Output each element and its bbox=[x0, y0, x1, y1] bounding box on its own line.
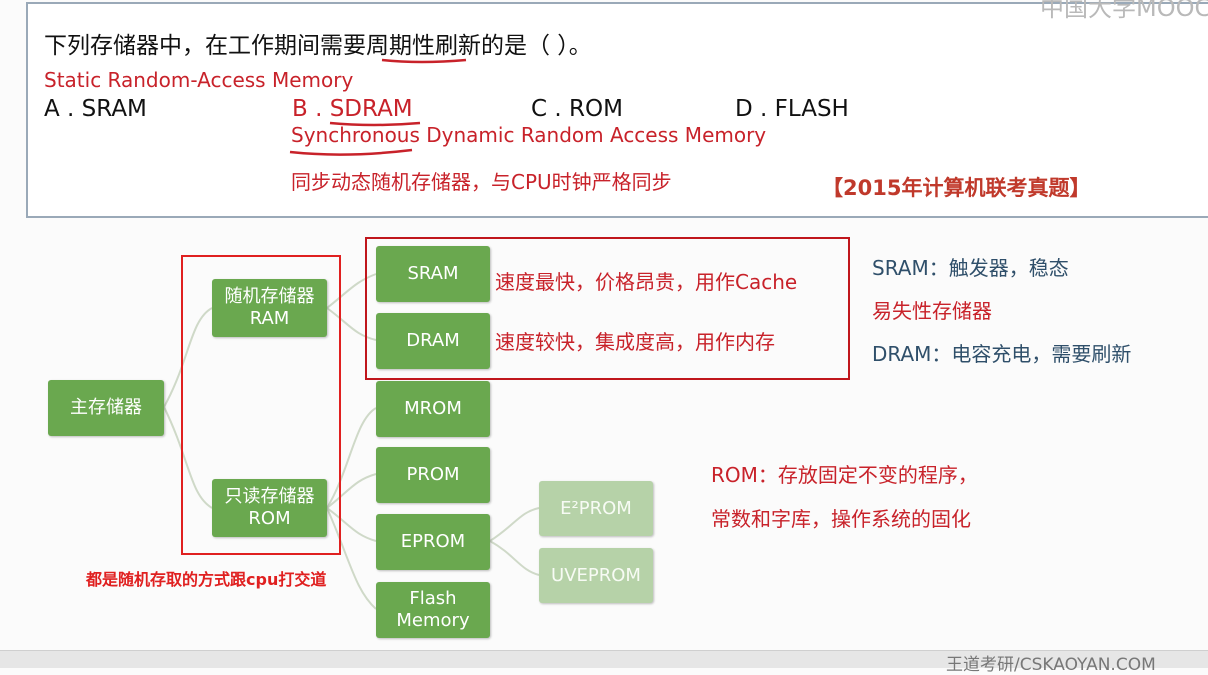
random-access-note: 都是随机存取的方式跟cpu打交道 bbox=[86, 570, 327, 589]
sram-description: 速度最快，价格昂贵，用作Cache bbox=[495, 270, 798, 294]
ram-node: 随机存储器 RAM bbox=[212, 279, 327, 337]
uveprom-node: UVEPROM bbox=[539, 548, 653, 603]
option-c[interactable]: C . ROM bbox=[531, 96, 623, 122]
rom-note-line1: ROM：存放固定不变的程序， bbox=[711, 463, 978, 487]
cskaoyan-watermark: 王道考研/CSKAOYAN.COM bbox=[946, 655, 1156, 675]
sram-node: SRAM bbox=[376, 246, 490, 302]
question-source: 【2015年计算机联考真题】 bbox=[822, 176, 1091, 200]
main-memory-node: 主存储器 bbox=[48, 380, 164, 436]
mrom-node: MROM bbox=[376, 381, 490, 437]
question-text: 下列存储器中，在工作期间需要周期性刷新的是（ ）。 bbox=[44, 33, 592, 59]
bottom-bar bbox=[0, 650, 1208, 668]
question-card bbox=[26, 2, 1208, 218]
sram-note-line2: 易失性存储器 bbox=[872, 299, 992, 323]
explain-sdram: 同步动态随机存储器，与CPU时钟严格同步 bbox=[291, 170, 672, 194]
underline-sdram bbox=[329, 121, 421, 127]
ram-types-highlight bbox=[365, 237, 850, 380]
option-d[interactable]: D . FLASH bbox=[735, 96, 849, 122]
annotation-static-ram: Static Random-Access Memory bbox=[44, 68, 354, 92]
underline-synchronous bbox=[289, 148, 413, 156]
rom-node: 只读存储器 ROM bbox=[212, 479, 327, 537]
dram-note: DRAM：电容充电，需要刷新 bbox=[872, 342, 1132, 366]
dram-description: 速度较快，集成度高，用作内存 bbox=[495, 330, 775, 354]
option-b[interactable]: B . SDRAM bbox=[292, 96, 413, 122]
random-access-highlight bbox=[181, 255, 341, 555]
e2prom-node: E²PROM bbox=[539, 481, 653, 536]
mooc-watermark: 中国大学MOOC bbox=[1040, 0, 1208, 22]
rom-note-line2: 常数和字库，操作系统的固化 bbox=[711, 507, 971, 531]
annotation-sdram: Synchronous Dynamic Random Access Memory bbox=[291, 123, 767, 147]
eprom-node: EPROM bbox=[376, 514, 490, 570]
underline-periodic bbox=[381, 58, 467, 64]
flash-memory-node: Flash Memory bbox=[376, 582, 490, 638]
sram-note-line1: SRAM：触发器，稳态 bbox=[872, 256, 1069, 280]
option-a[interactable]: A . SRAM bbox=[44, 96, 147, 122]
prom-node: PROM bbox=[376, 447, 490, 503]
dram-node: DRAM bbox=[376, 313, 490, 369]
